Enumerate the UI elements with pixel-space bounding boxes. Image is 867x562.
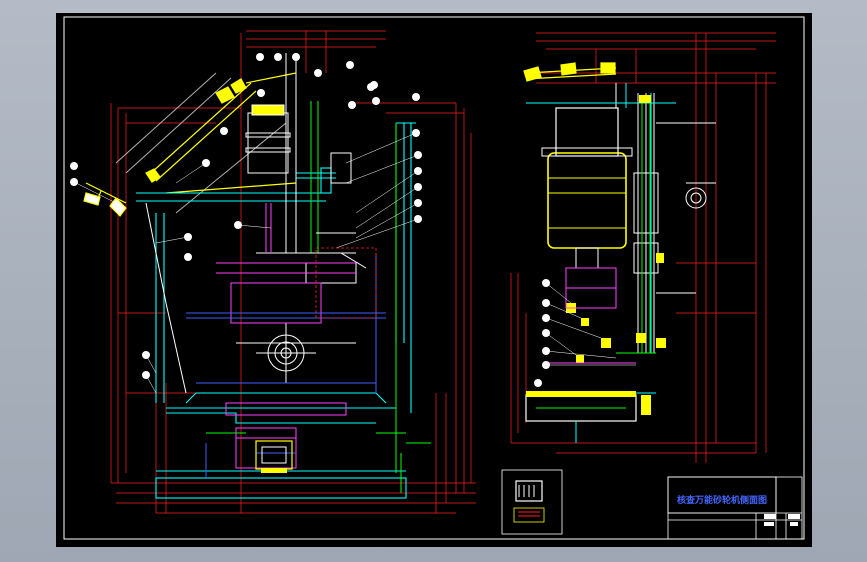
side-leader-lines [545,282,636,366]
side-balloon-labels [534,279,550,387]
drawing-sheet[interactable]: 核查万能砂轮机侧面图 [56,13,812,547]
thumbnail-detail-view [501,469,563,535]
title-block: 核查万能砂轮机侧面图 [667,476,803,540]
drawing-title: 核查万能砂轮机侧面图 [677,494,767,506]
front-balloon-labels [70,53,422,379]
side-column [615,83,716,353]
side-guides [616,103,656,354]
front-leader-lines [73,132,419,394]
front-dimension-lines [110,30,476,514]
cad-drawing-canvas[interactable]: 核查万能砂轮机侧面图 [56,13,812,547]
front-elevation-view [70,30,476,514]
green-guides [206,101,431,493]
arm-linkage [83,72,297,217]
front-details [145,53,367,394]
drawing-frame [63,16,805,540]
side-motor [541,107,633,269]
side-base [525,391,651,443]
front-gearbox [255,440,293,473]
blue-details [186,253,386,478]
machine-frame [136,122,416,499]
side-arm [523,62,617,82]
side-elevation-view [510,32,776,463]
magenta-details [196,203,356,469]
side-spindle [546,267,636,364]
front-motor [245,104,291,174]
